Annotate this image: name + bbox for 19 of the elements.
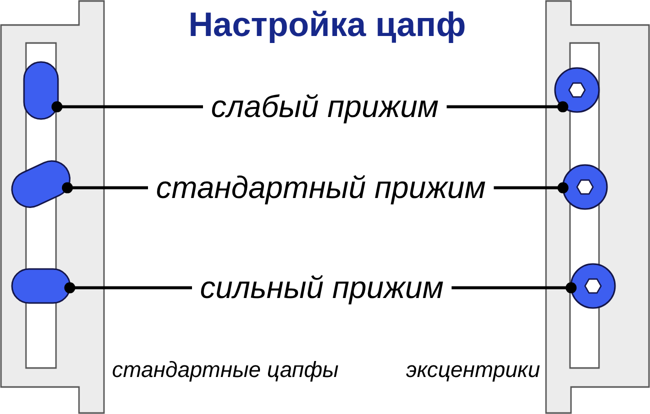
- profile-caption: эксцентрики: [406, 357, 540, 382]
- window-sash-profile: [545, 0, 650, 414]
- leader-line: [494, 182, 568, 194]
- diagram-title: Настройка цапф: [188, 6, 466, 46]
- oval-trunnion: [11, 160, 71, 208]
- eccentric-trunnion: [570, 263, 616, 309]
- leader-line: [452, 282, 577, 294]
- oval-trunnion: [23, 60, 59, 120]
- setting-label: стандартный прижим: [156, 170, 486, 206]
- eccentric-trunnion: [554, 67, 600, 113]
- leader-line: [64, 282, 192, 294]
- window-sash-profile: [0, 0, 105, 414]
- leader-line: [446, 101, 568, 112]
- setting-label: слабый прижим: [211, 89, 439, 125]
- eccentric-trunnion: [562, 164, 608, 210]
- setting-label: сильный прижим: [200, 270, 444, 306]
- profile-caption: стандартные цапфы: [112, 357, 339, 382]
- leader-line: [52, 101, 203, 112]
- leader-line: [62, 182, 148, 194]
